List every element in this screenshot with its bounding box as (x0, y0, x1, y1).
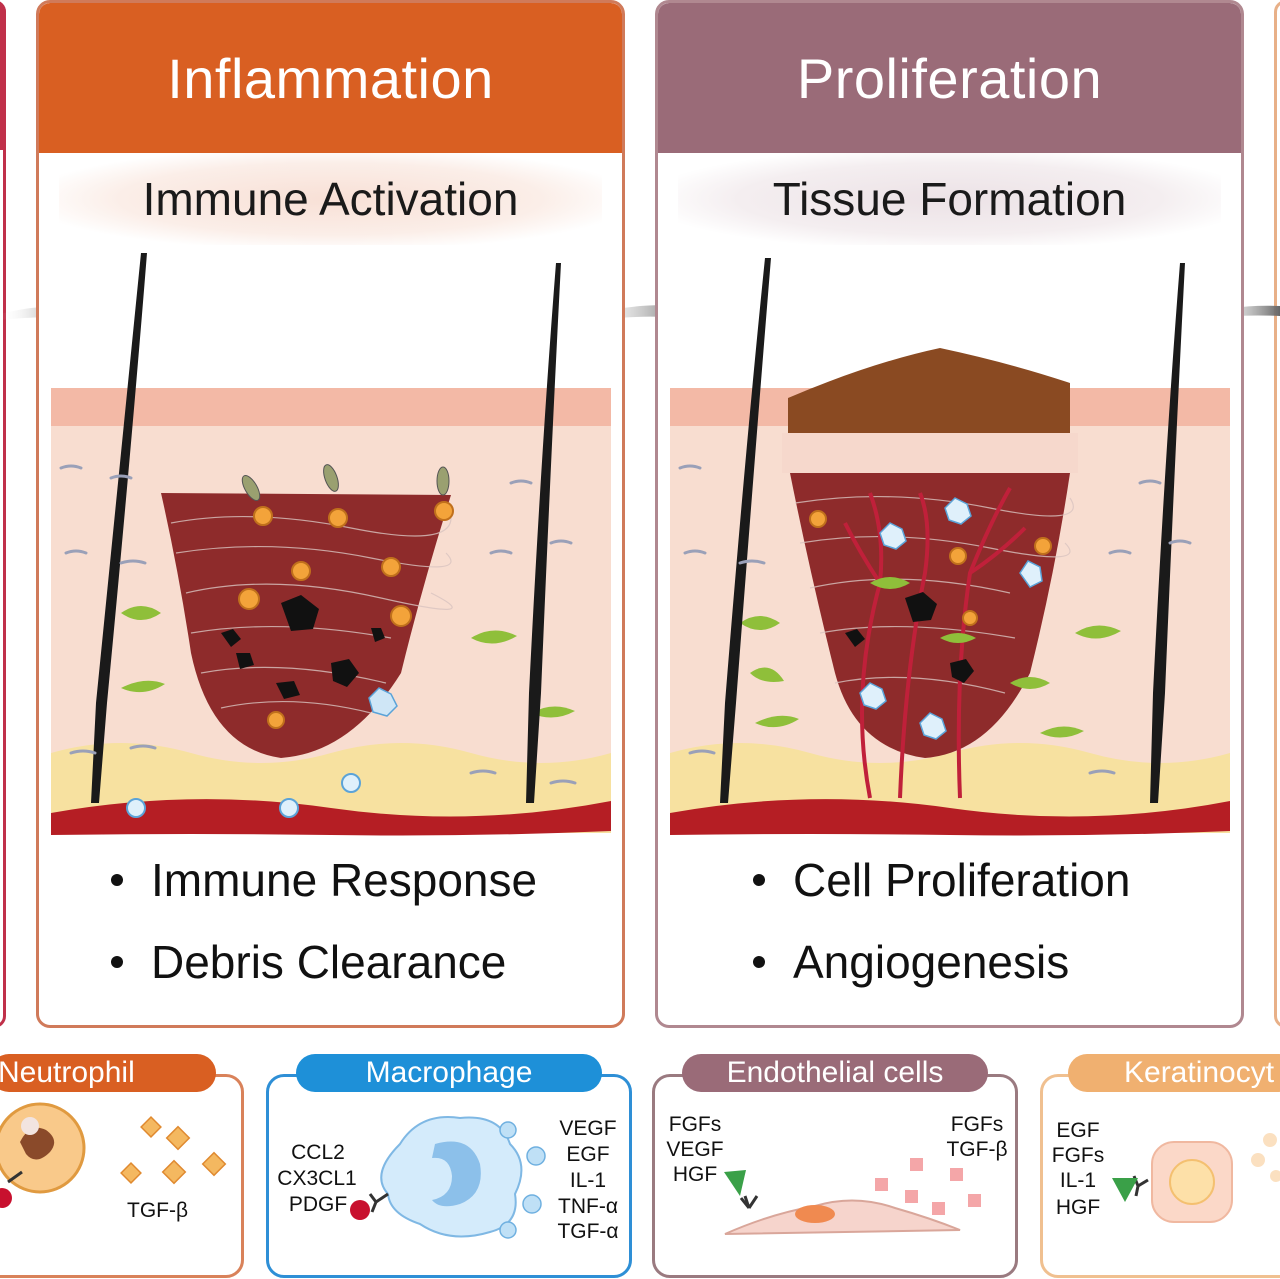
neutrophil-label: Neutrophil (0, 1054, 216, 1092)
endothelial-right-factor-fgfs: FGFs (950, 1113, 1004, 1136)
bullet-angiogenesis: Angiogenesis (753, 935, 1069, 989)
stage-proliferation-panel: Proliferation Tissue Formation (655, 0, 1244, 1028)
keratinocyte-factor-hgf: HGF (1055, 1196, 1101, 1219)
stage-inflammation-title: Inflammation (39, 3, 622, 153)
keratinocyte-factor-egf: EGF (1056, 1119, 1100, 1142)
bullet-immune-response: Immune Response (111, 853, 537, 907)
endothelial-left-factor-vegf: VEGF (666, 1138, 724, 1161)
keratinocyte-label: Keratinocyt (1068, 1054, 1280, 1092)
neutrophil-cell-icon (0, 1102, 227, 1208)
keratinocyte-cell-icon (1112, 1133, 1280, 1223)
next-panel-edge (1274, 0, 1280, 1028)
keratinocyte-factor-il1: IL-1 (1059, 1169, 1097, 1192)
prev-panel-edge (0, 0, 6, 1028)
bullet-dot-icon (753, 873, 765, 886)
bullet-cell-proliferation: Cell Proliferation (753, 853, 1130, 907)
keratinocyte-factor-fgfs: FGFs (1051, 1144, 1105, 1167)
wound-inflammation-illustration (51, 253, 611, 836)
macrophage-right-factor-vegf: VEGF (559, 1117, 617, 1140)
macrophage-cell-icon (350, 1116, 546, 1239)
endothelial-right-factor-tgfb: TGF-β (946, 1138, 1008, 1161)
macrophage-right-factor-tgfa: TGF-α (557, 1220, 619, 1243)
stage-proliferation-subtitle: Tissue Formation (678, 153, 1221, 245)
macrophage-label: Macrophage (296, 1054, 602, 1092)
prev-panel-header-edge (0, 0, 6, 150)
neutrophil-factor-tgfb: TGF-β (127, 1199, 189, 1222)
macrophage-right-factor-tnfa: TNF-α (558, 1195, 618, 1218)
endothelial-label: Endothelial cells (682, 1054, 988, 1092)
endothelial-left-factor-hgf: HGF (672, 1163, 718, 1186)
macrophage-right-factor-il1: IL-1 (569, 1169, 607, 1192)
macrophage-box (266, 1074, 632, 1278)
bullet-debris-clearance: Debris Clearance (111, 935, 506, 989)
endothelial-cell-icon (724, 1158, 981, 1235)
bullet-dot-icon (111, 873, 123, 886)
macrophage-right-factor-egf: EGF (566, 1143, 610, 1166)
stage-inflammation-subtitle: Immune Activation (59, 153, 602, 245)
stage-inflammation-panel: Inflammation Immune Activation (36, 0, 625, 1028)
endothelial-left-factor-fgfs: FGFs (668, 1113, 722, 1136)
macrophage-left-factor-pdgf: PDGF (288, 1193, 348, 1216)
stage-proliferation-title: Proliferation (658, 3, 1241, 153)
bullet-dot-icon (111, 955, 123, 968)
wound-proliferation-illustration (670, 258, 1230, 836)
bullet-dot-icon (753, 955, 765, 968)
macrophage-left-factor-cx3cl1: CX3CL1 (277, 1167, 357, 1190)
macrophage-left-factor-ccl2: CCL2 (291, 1141, 345, 1164)
